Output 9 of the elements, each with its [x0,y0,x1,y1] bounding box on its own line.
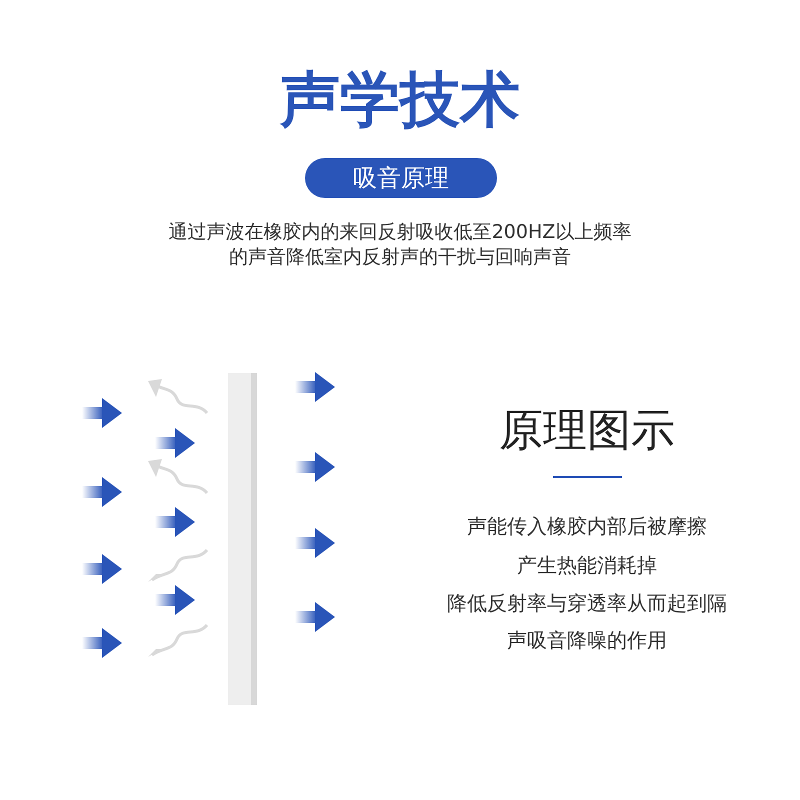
description-text: 的声音降低室内反射声的干扰与回响声音 [229,246,571,269]
explanation-text: 声吸音降噪的作用 [507,628,667,652]
explanation-text: 声能传入橡胶内部后被摩擦 [467,514,707,538]
title: 声学技术 [280,64,520,136]
subheading: 原理图示 [499,405,675,458]
explanation-text: 产生热能消耗掉 [517,553,657,577]
explanation-text: 降低反射率与穿透率从而起到隔 [447,591,727,615]
pill-label: 吸音原理 [305,158,497,198]
description-text: 通过声波在橡胶内的来回反射吸收低至200HZ以上频率 [168,221,632,244]
